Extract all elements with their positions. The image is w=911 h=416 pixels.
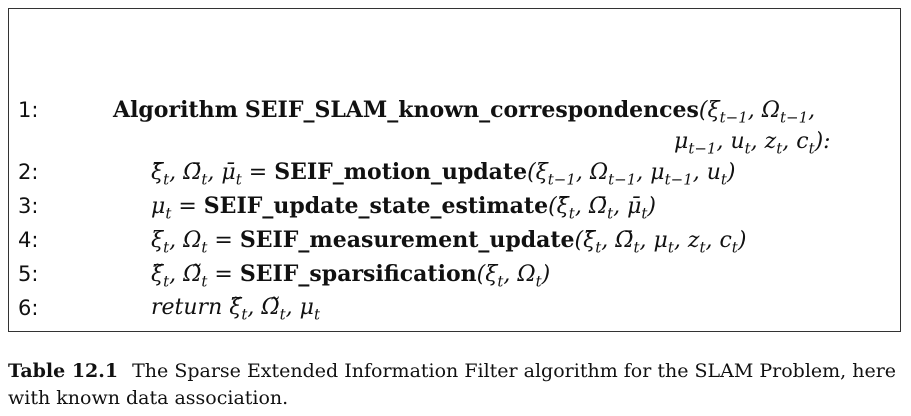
function-name: SEIF_update_state_estimate xyxy=(203,193,549,219)
line-body: ξ̃t, Ω̃t = SEIF_sparsification(ξt, Ωt) xyxy=(151,257,550,298)
line-body: return ξ̃t, Ω̃t, μt xyxy=(151,291,320,331)
line-number: 4: xyxy=(18,228,39,252)
algorithm-keyword: Algorithm xyxy=(113,97,238,123)
return-values: ξ̃t, Ω̃t, μt xyxy=(229,295,320,324)
algorithm-line-1: 1: Algorithm SEIF_SLAM_known_corresponde… xyxy=(9,93,900,127)
algorithm-line-2: 2: ξ̄t, Ω̄t, μ̄t = SEIF_motion_update(ξt… xyxy=(9,155,900,189)
math-expression: ξ̃t, Ω̃t, μt xyxy=(229,295,320,324)
line-number: 1: xyxy=(18,98,39,122)
line-body: μt = SEIF_update_state_estimate(ξ̄t, Ω̄t… xyxy=(151,189,656,230)
caption-text: The Sparse Extended Information Filter a… xyxy=(8,360,897,409)
function-args: (ξt−1, Ωt−1, μt−1, ut) xyxy=(527,160,736,189)
math-expression: (ξ̄t, Ω̄t, μt, zt, ct) xyxy=(574,228,747,257)
math-expression: (ξ̄t, Ω̄t, μ̄t) xyxy=(548,194,657,223)
math-expression: μt = xyxy=(151,194,197,223)
math-expression: (ξt−1, Ωt−1, xyxy=(698,98,816,127)
line-number: 6: xyxy=(18,296,39,320)
function-args: (ξ̄t, Ω̄t, μ̄t) xyxy=(548,194,657,223)
caption-label: Table 12.1 xyxy=(8,360,119,382)
function-name: SEIF_measurement_update xyxy=(239,227,575,253)
algorithm-box: 1: Algorithm SEIF_SLAM_known_corresponde… xyxy=(8,8,901,332)
math-expression: (ξt−1, Ωt−1, μt−1, ut) xyxy=(527,160,736,189)
function-args: (ξt, Ωt) xyxy=(476,262,551,291)
line-body: ξt, Ωt = SEIF_measurement_update(ξ̄t, Ω̄… xyxy=(151,223,746,264)
math-expression: ξ̄t, Ω̄t, μ̄t = xyxy=(151,160,268,189)
line-number: 2: xyxy=(18,160,39,184)
algorithm-line-3: 3: μt = SEIF_update_state_estimate(ξ̄t, … xyxy=(9,189,900,223)
line-body: Algorithm SEIF_SLAM_known_correspondence… xyxy=(113,93,815,134)
line-number: 3: xyxy=(18,194,39,218)
line-body: ξ̄t, Ω̄t, μ̄t = SEIF_motion_update(ξt−1,… xyxy=(151,155,736,196)
function-args: (ξ̄t, Ω̄t, μt, zt, ct) xyxy=(574,228,747,257)
algorithm-args-continued: μt−1, ut, zt, ct): xyxy=(674,129,831,158)
algorithm-args: (ξt−1, Ωt−1, xyxy=(698,98,816,127)
algorithm-line-6: 6: return ξ̃t, Ω̃t, μt xyxy=(9,291,900,325)
line-number: 5: xyxy=(18,262,39,286)
algorithm-name: SEIF_SLAM_known_correspondences xyxy=(244,97,699,123)
algorithm-line-1-continued: μt−1, ut, zt, ct): xyxy=(9,125,900,159)
algorithm-line-5: 5: ξ̃t, Ω̃t = SEIF_sparsification(ξt, Ωt… xyxy=(9,257,900,291)
assignment-lhs: ξt, Ωt = xyxy=(151,228,233,257)
function-name: SEIF_sparsification xyxy=(239,261,477,287)
assignment-lhs: ξ̄t, Ω̄t, μ̄t = xyxy=(151,160,268,189)
assignment-lhs: ξ̃t, Ω̃t = xyxy=(151,262,233,291)
algorithm-line-4: 4: ξt, Ωt = SEIF_measurement_update(ξ̄t,… xyxy=(9,223,900,257)
assignment-lhs: μt = xyxy=(151,194,197,223)
return-keyword: return xyxy=(151,295,223,320)
math-expression: μt−1, ut, zt, ct): xyxy=(674,129,831,158)
math-expression: (ξt, Ωt) xyxy=(476,262,551,291)
math-expression: ξ̃t, Ω̃t = xyxy=(151,262,233,291)
line-body: μt−1, ut, zt, ct): xyxy=(674,125,831,165)
math-expression: ξt, Ωt = xyxy=(151,228,233,257)
function-name: SEIF_motion_update xyxy=(274,159,528,185)
